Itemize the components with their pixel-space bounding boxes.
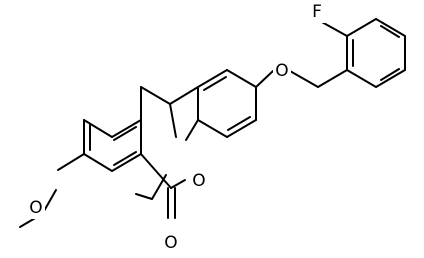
benzyl-bond <box>317 69 348 88</box>
svg-text:O: O <box>29 198 42 218</box>
fluorine-atom: F <box>309 2 326 23</box>
carbonyl-oxygen-atom: O <box>162 233 180 254</box>
o-methyl-bond <box>43 189 57 212</box>
methoxy-oxygen-atom: O <box>27 198 45 219</box>
ch2-o-bond <box>289 70 319 88</box>
fluorophenyl-ring <box>346 18 406 88</box>
biaryl-bond <box>169 86 199 105</box>
svg-text:O: O <box>192 171 205 191</box>
ether-oxygen-atom: O <box>273 61 291 82</box>
ring-junction-bond <box>169 103 177 138</box>
svg-text:O: O <box>275 61 288 81</box>
lactone-c-o <box>170 179 186 189</box>
phenol-ring <box>197 69 257 138</box>
ring-oxygen-atom: O <box>190 171 208 193</box>
svg-text:O: O <box>164 233 177 253</box>
aryl-o-methoxy-bond <box>57 153 85 171</box>
methoxy-ring <box>83 86 172 189</box>
svg-text:F: F <box>312 2 322 22</box>
o-aryl-bond <box>255 70 274 88</box>
c-f-bond <box>319 20 348 37</box>
